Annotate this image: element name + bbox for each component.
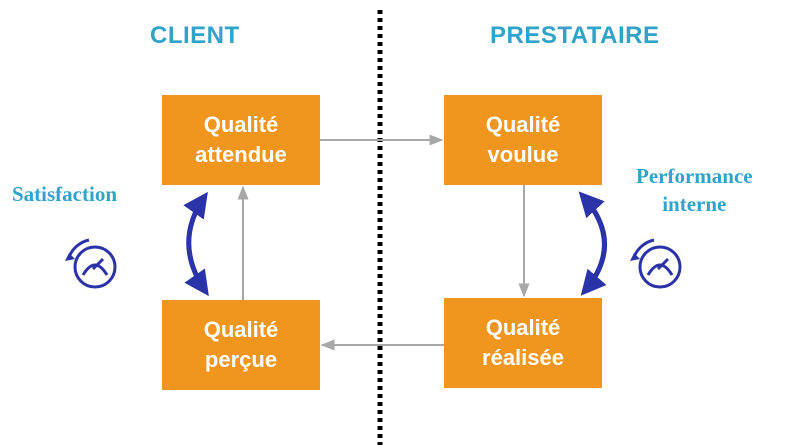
performance-curved-arrow: [578, 191, 607, 296]
box-line2: attendue: [195, 142, 287, 167]
box-qualite-attendue: Qualité attendue: [162, 95, 320, 185]
cycle-gauge-icon: [65, 238, 117, 289]
box-qualite-percue: Qualité perçue: [162, 300, 320, 390]
box-line1: Qualité: [485, 315, 561, 340]
box-line2: réalisée: [482, 345, 564, 370]
label-performance-line2: interne: [662, 192, 727, 216]
box-line2: voulue: [487, 142, 559, 167]
box-line1: Qualité: [203, 112, 279, 137]
heading-client: CLIENT: [150, 22, 240, 49]
box-line1: Qualité: [203, 317, 279, 342]
label-performance-interne: Performance interne: [636, 162, 753, 218]
box-line1: Qualité: [485, 112, 561, 137]
cycle-gauge-icon: [630, 238, 682, 289]
box-qualite-voulue: Qualité voulue: [444, 95, 602, 185]
heading-prestataire: PRESTATAIRE: [490, 22, 660, 49]
label-satisfaction: Satisfaction: [12, 182, 117, 206]
box-line2: perçue: [204, 347, 278, 372]
box-qualite-realisee: Qualité réalisée: [444, 298, 602, 388]
label-performance-line1: Performance: [636, 164, 753, 188]
satisfaction-curved-arrow: [183, 191, 209, 297]
